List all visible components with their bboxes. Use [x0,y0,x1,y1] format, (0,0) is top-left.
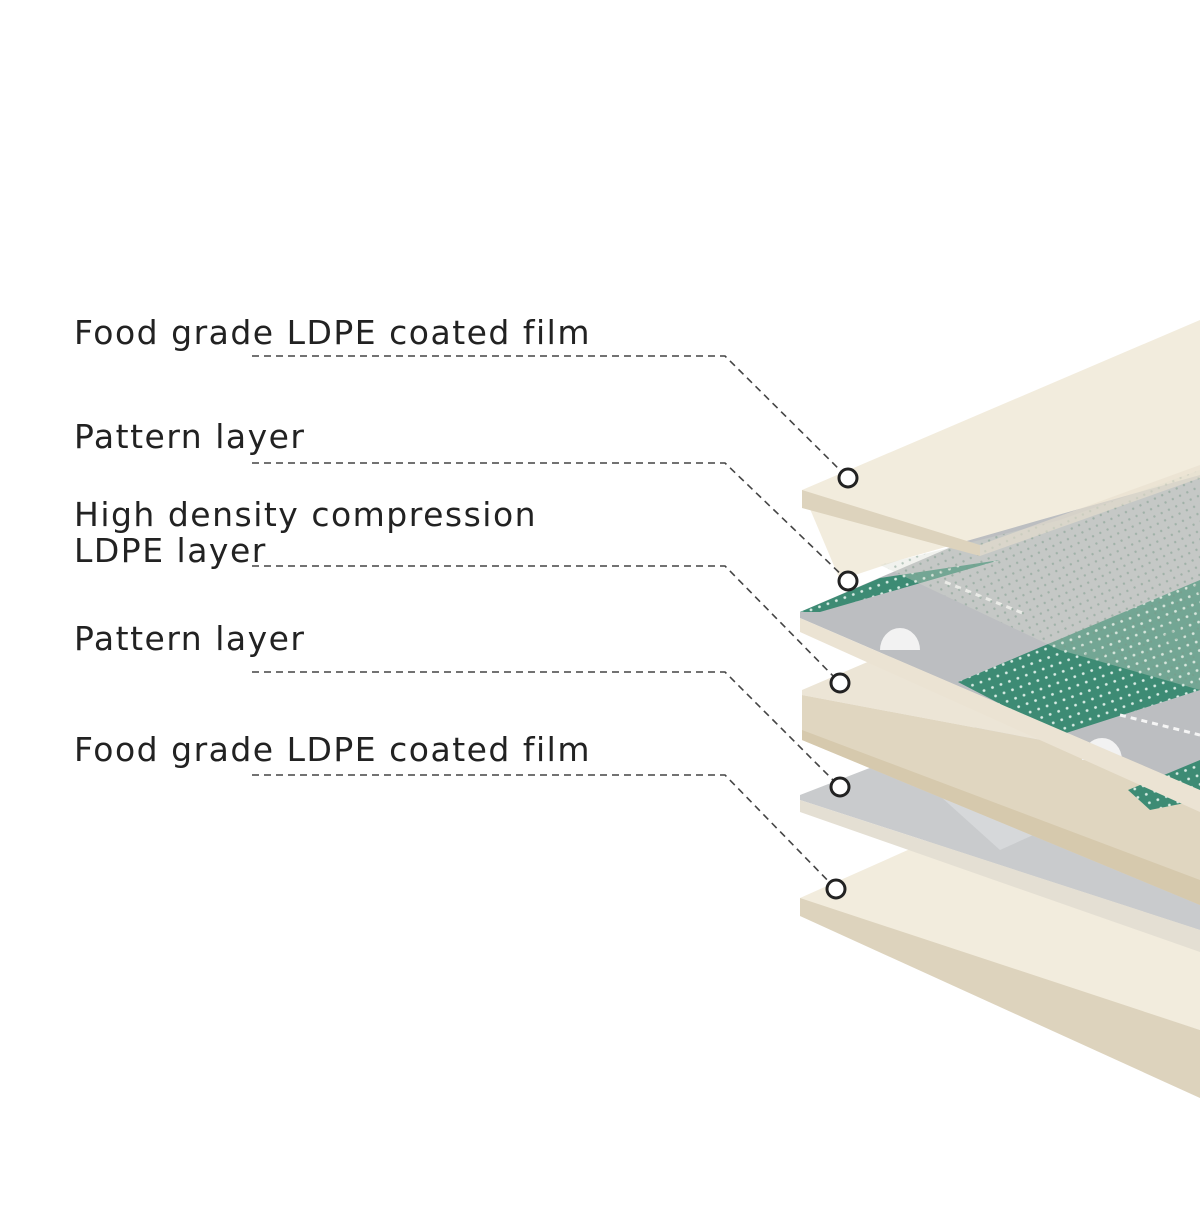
leader-lines [252,355,849,890]
upper-pattern-edge [800,618,1200,812]
leader-line-core [252,565,841,684]
label-core: High density compression LDPE layer [74,497,537,569]
bottom-film-edge [800,898,1200,1098]
marker-top-film [837,467,859,489]
leader-line-bottom-film [252,774,837,890]
label-lower-pattern: Pattern layer [74,619,306,658]
top-film-layer [802,320,1200,690]
leader-line-lower-pattern [252,671,841,788]
lower-pattern-edge [800,800,1200,952]
label-core-line-2: LDPE layer [74,531,267,570]
core-edge-shade [802,730,1200,905]
label-top-film: Food grade LDPE coated film [74,313,591,352]
top-film-edge-right [980,465,1200,556]
marker-bottom-film [825,878,847,900]
label-upper-pattern: Pattern layer [74,417,306,456]
top-film-edge [802,490,980,556]
markers [825,467,859,900]
marker-lower-pattern [829,776,851,798]
leader-line-upper-pattern [252,462,849,582]
marker-upper-pattern [837,570,859,592]
label-bottom-film: Food grade LDPE coated film [74,730,591,769]
marker-core [829,672,851,694]
upper-pattern-arch-left [880,628,920,650]
leader-line-top-film [252,355,849,479]
top-film-face [802,320,1200,580]
label-core-line-1: High density compression [74,495,538,534]
top-film-mesh [880,470,1200,690]
